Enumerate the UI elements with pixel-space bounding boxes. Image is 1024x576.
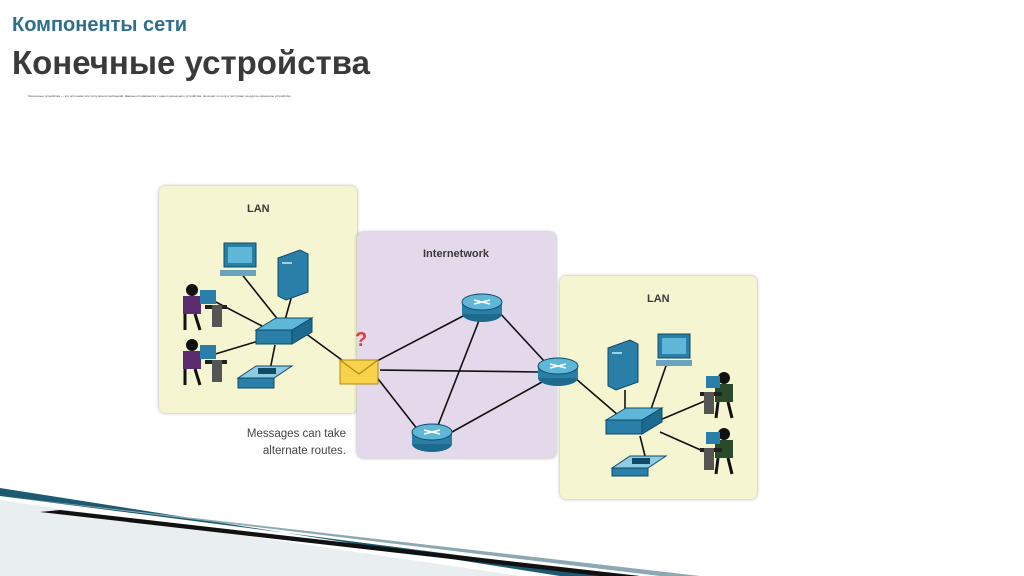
user-at-desk-icon — [700, 428, 734, 475]
ip-phone-icon — [610, 455, 668, 477]
user-at-desk-icon — [700, 372, 734, 419]
router-icon — [411, 423, 453, 452]
caption-line-2: alternate routes. — [262, 445, 346, 457]
slide-title: Конечные устройства — [12, 44, 370, 81]
user-at-desk-icon — [183, 339, 227, 386]
user-at-desk-icon — [183, 284, 227, 331]
switch-icon — [254, 317, 314, 345]
pc-monitor-icon — [656, 333, 692, 366]
caption-line-1: Messages can take — [246, 428, 346, 440]
lan-right-label: LAN — [647, 293, 670, 305]
network-links — [211, 271, 713, 457]
server-icon — [277, 249, 309, 301]
slide-body-text: Оконечные устройства — это источники или… — [28, 94, 292, 98]
switch-icon — [604, 407, 664, 435]
router-icon — [461, 293, 503, 322]
question-mark: ? — [355, 329, 368, 351]
pc-monitor-icon — [220, 242, 257, 276]
routes-caption: Messages can take alternate routes. — [210, 426, 346, 460]
internetwork-panel — [357, 232, 556, 458]
router-icon — [537, 357, 579, 386]
server-icon — [607, 339, 639, 391]
internetwork-label: Internetwork — [423, 248, 490, 260]
ip-phone-icon — [236, 365, 294, 389]
lan-left-label: LAN — [247, 203, 270, 215]
slide-subtitle: Компоненты сети — [12, 14, 188, 36]
message-envelope-icon — [339, 359, 379, 385]
